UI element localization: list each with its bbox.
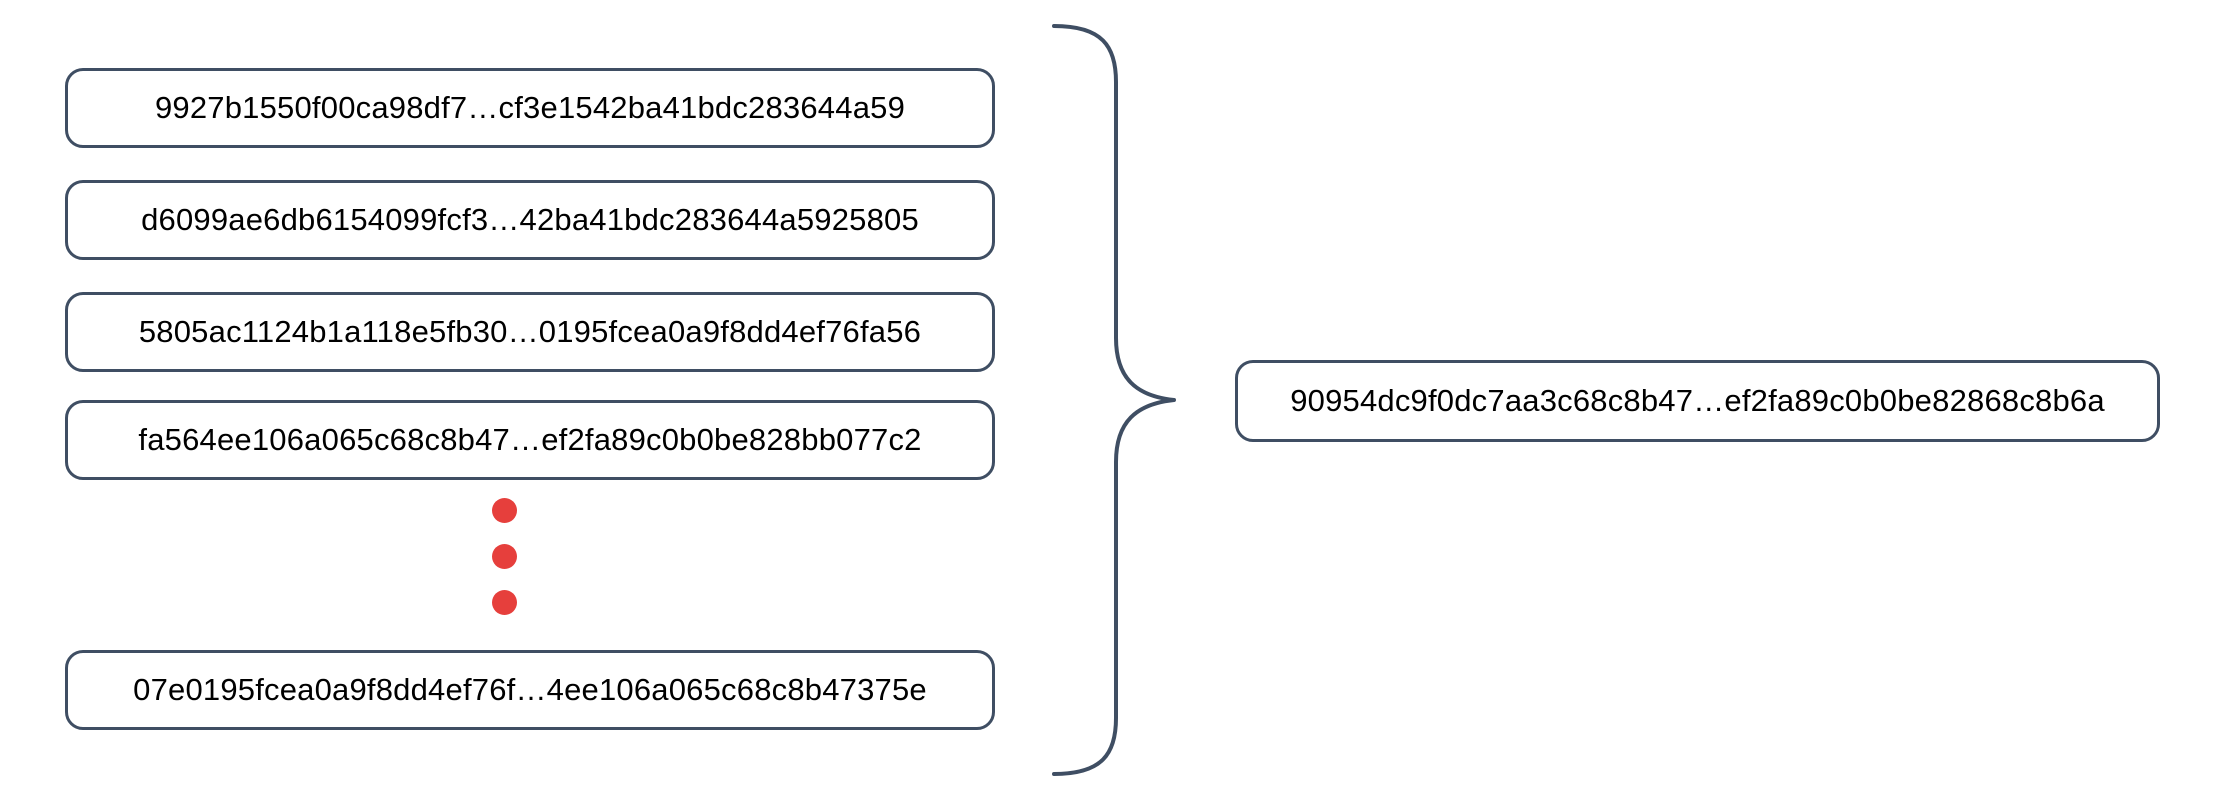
input-hash-box[interactable]: 9927b1550f00ca98df7…cf3e1542ba41bdc28364… bbox=[65, 68, 995, 148]
input-hash-box[interactable]: d6099ae6db6154099fcf3…42ba41bdc283644a59… bbox=[65, 180, 995, 260]
output-hash-box[interactable]: 90954dc9f0dc7aa3c68c8b47…ef2fa89c0b0be82… bbox=[1235, 360, 2160, 442]
ellipsis-dot-icon bbox=[492, 498, 517, 523]
ellipsis-dot-icon bbox=[492, 544, 517, 569]
input-hash-box[interactable]: 07e0195fcea0a9f8dd4ef76f…4ee106a065c68c8… bbox=[65, 650, 995, 730]
input-hash-box[interactable]: 5805ac1124b1a118e5fb30…0195fcea0a9f8dd4e… bbox=[65, 292, 995, 372]
input-hash-box[interactable]: fa564ee106a065c68c8b47…ef2fa89c0b0be828b… bbox=[65, 400, 995, 480]
vertical-ellipsis-dots-icon bbox=[492, 498, 520, 626]
right-curly-brace-icon bbox=[1040, 20, 1190, 780]
ellipsis-dot-icon bbox=[492, 590, 517, 615]
curly-brace-svg bbox=[1052, 24, 1176, 776]
